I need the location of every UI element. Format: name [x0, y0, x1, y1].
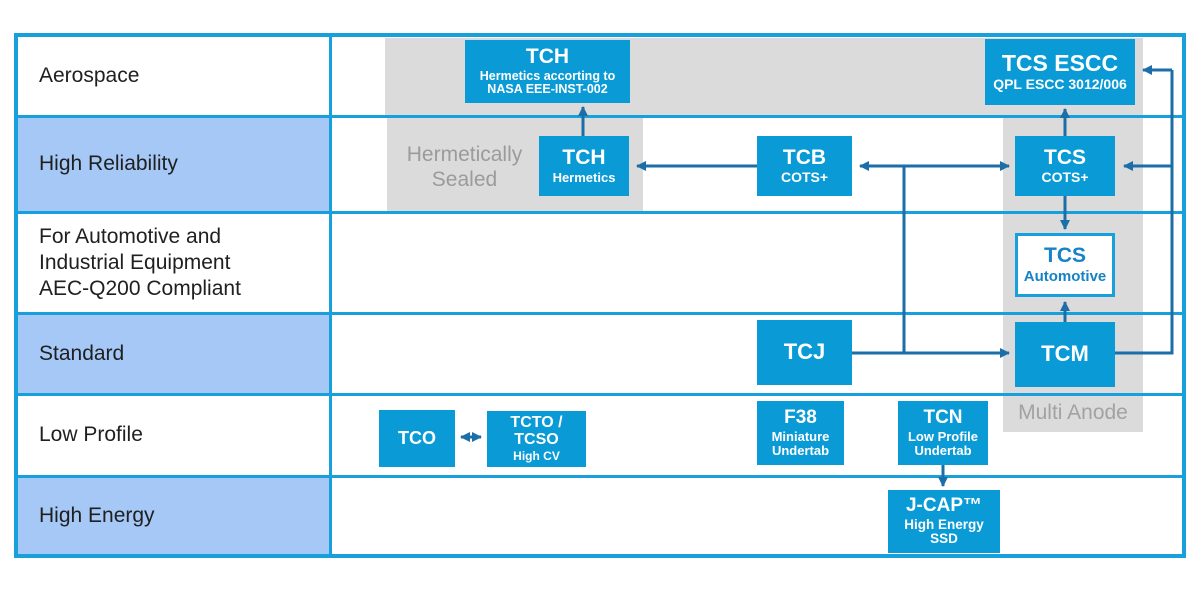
- product-box-title: TCS ESCC: [1001, 49, 1119, 76]
- product-box-title: TCS: [1044, 145, 1086, 169]
- row-label-standard: Standard: [18, 315, 329, 393]
- product-box-title: TCN: [923, 407, 963, 429]
- row-separator: [18, 312, 1182, 315]
- row-label-automotive: For Automotive and Industrial Equipment …: [39, 224, 241, 301]
- row-label-high-reliability: High Reliability: [18, 118, 329, 211]
- product-box-subtitle: COTS+: [1041, 169, 1089, 186]
- product-box-title: TCO: [398, 428, 436, 449]
- row-label-low-profile: Low Profile: [39, 423, 143, 447]
- product-box-subtitle: High Energy SSD: [904, 516, 984, 547]
- row-label-high-energy: High Energy: [18, 478, 329, 554]
- product-box-title: TCM: [1041, 341, 1089, 367]
- product-box-title: TCJ: [783, 339, 826, 365]
- product-box-title: F38: [784, 407, 817, 429]
- product-box-title: TCTO / TCSO: [510, 414, 563, 448]
- product-box-subtitle: High CV: [513, 448, 560, 463]
- product-box-subtitle: Hermetics: [552, 169, 616, 185]
- product-box-title: J-CAP™: [905, 495, 982, 517]
- product-box-tcj: TCJ: [757, 320, 852, 385]
- product-box-title: TCH: [525, 45, 570, 69]
- product-box-tcm: TCM: [1015, 322, 1115, 387]
- multi-anode-label: Multi Anode: [1018, 401, 1128, 424]
- product-box-subtitle: Low Profile Undertab: [907, 428, 979, 458]
- product-box-subtitle: Hermetics accorting to NASA EEE-INST-002: [479, 68, 616, 97]
- product-box-subtitle: Miniature Undertab: [771, 428, 830, 458]
- product-box-title: TCH: [562, 146, 606, 170]
- row-separator: [18, 393, 1182, 396]
- row-separator: [18, 211, 1182, 214]
- product-box-tco: TCO: [379, 410, 455, 467]
- row-separator: [18, 115, 1182, 118]
- product-box-title: TCS: [1044, 244, 1086, 268]
- row-separator: [18, 475, 1182, 478]
- hermetically-sealed-label: Hermetically Sealed: [406, 143, 523, 191]
- product-box-title: TCB: [782, 145, 827, 169]
- product-box-subtitle: COTS+: [780, 169, 829, 186]
- row-label-aerospace: Aerospace: [39, 63, 140, 87]
- product-box-subtitle: Automotive: [1023, 267, 1107, 285]
- column-separator: [329, 37, 332, 554]
- product-box-subtitle: QPL ESCC 3012/006: [993, 76, 1127, 93]
